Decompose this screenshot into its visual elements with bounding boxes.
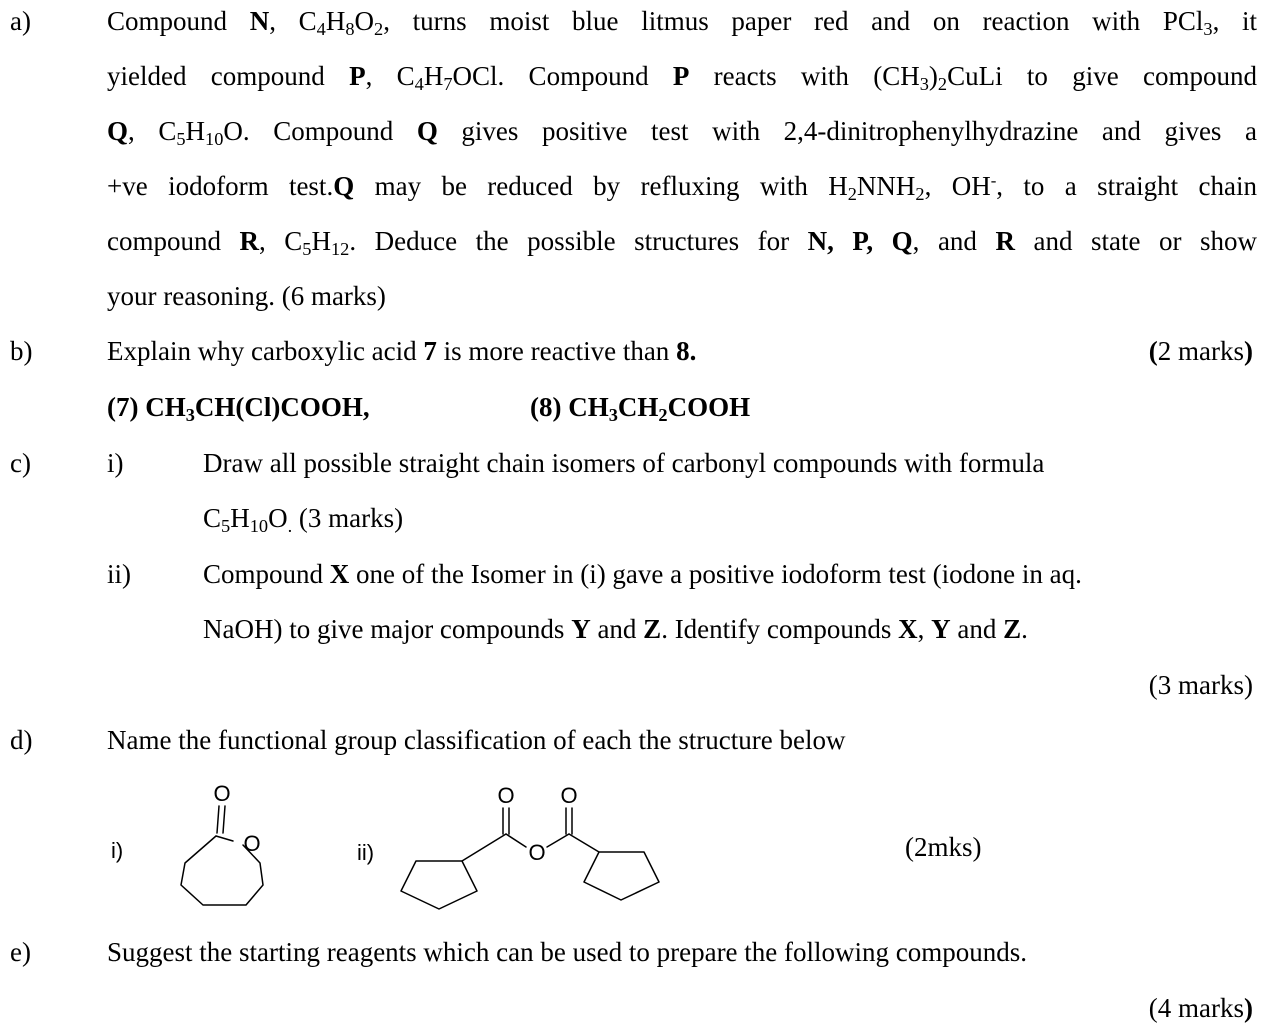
question-c-ii-marks: (3 marks) <box>1148 670 1253 700</box>
compound-8: (8) CH3CH2COOH <box>530 392 751 426</box>
lactone-ring-oxygen: O <box>243 831 260 856</box>
question-a-line-5: compound R, C5H12. Deduce the possible s… <box>107 226 1257 260</box>
question-a-line-1: Compound N, C4H8O2, turns moist blue lit… <box>107 6 1257 40</box>
question-e-text: Suggest the starting reagents which can … <box>107 937 1028 967</box>
question-a-line-4: +ve iodoform test.Q may be reduced by re… <box>107 170 1257 205</box>
question-c-i-label: i) <box>107 448 124 478</box>
anhydride-carbonyl-oxygen-left: O <box>497 783 514 808</box>
question-a-line-6: your reasoning. (6 marks) <box>107 281 386 311</box>
question-d-text: Name the functional group classification… <box>107 725 846 755</box>
question-b-text: Explain why carboxylic acid 7 is more re… <box>107 336 697 366</box>
structure-ii-label: ii) <box>357 840 375 865</box>
anhydride-structure <box>400 807 660 910</box>
question-a-line-3: Q, C5H10O. Compound Q gives positive tes… <box>107 116 1257 150</box>
question-d-marks: (2mks) <box>905 832 982 862</box>
question-a-line-2: yielded compound P, C4H7OCl. Compound P … <box>107 61 1257 95</box>
question-b-label: b) <box>10 336 33 366</box>
anhydride-bridge-oxygen: O <box>528 840 545 865</box>
question-c-i-line-2: C5H10O. (3 marks) <box>203 503 404 537</box>
question-c-ii-line-1: Compound X one of the Isomer in (i) gave… <box>203 559 1082 589</box>
lactone-structure <box>180 805 264 906</box>
anhydride-carbonyl-oxygen-right: O <box>560 783 577 808</box>
question-c-i-line-1: Draw all possible straight chain isomers… <box>203 448 1045 478</box>
question-e-marks: (4 marks) <box>1148 993 1253 1023</box>
question-e-label: e) <box>10 937 31 967</box>
lactone-carbonyl-oxygen: O <box>213 781 230 806</box>
question-a-label: a) <box>10 6 31 36</box>
question-c-label: c) <box>10 448 31 478</box>
structure-i-label: i) <box>111 838 124 863</box>
question-c-ii-line-2: NaOH) to give major compounds Y and Z. I… <box>203 614 1028 644</box>
question-d-label: d) <box>10 725 33 755</box>
question-c-ii-label: ii) <box>107 559 131 589</box>
question-b-marks: (2 marks) <box>1148 336 1253 366</box>
chemical-structures: O O O O O <box>180 781 660 910</box>
compound-7: (7) CH3CH(Cl)COOH, <box>107 392 370 426</box>
